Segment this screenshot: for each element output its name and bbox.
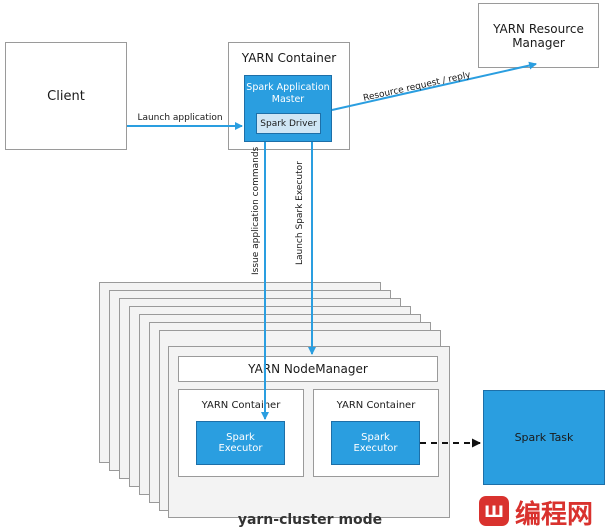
watermark-mark-icon: Ш (479, 496, 509, 526)
executor-right-line2: Executor (353, 443, 398, 454)
edge-resource-request (331, 61, 537, 111)
launch-application-label: Launch application (137, 113, 223, 123)
resource-manager-label-line1: YARN Resource (493, 21, 584, 36)
launch-executor-label: Launch Spark Executor (295, 161, 305, 265)
spark-driver-label: Spark Driver (260, 118, 317, 129)
spark-task-label: Spark Task (514, 431, 574, 444)
client-label: Client (47, 88, 85, 104)
executor-left-line2: Executor (218, 443, 263, 454)
node-manager-label: YARN NodeManager (248, 362, 368, 376)
diagram-caption: yarn-cluster mode (237, 512, 383, 528)
container-right-title: YARN Container (336, 400, 416, 411)
client-box: Client (5, 42, 127, 150)
watermark-text: 编程网 (515, 500, 594, 530)
spark-executor-right: Spark Executor (331, 421, 420, 465)
yarn-container-top-title: YARN Container (241, 51, 337, 65)
yarn-node-manager: YARN NodeManager (178, 356, 438, 382)
yarn-resource-manager: YARN Resource Manager (478, 3, 599, 68)
resource-manager-label-line2: Manager (512, 35, 565, 50)
executor-right-line1: Spark (361, 432, 390, 443)
spark-task: Spark Task (483, 390, 605, 485)
spark-driver: Spark Driver (256, 113, 321, 134)
executor-left-line1: Spark (226, 432, 255, 443)
container-left-title: YARN Container (201, 400, 281, 411)
watermark-logo: Ш 编程网 (479, 494, 607, 530)
spark-executor-left: Spark Executor (196, 421, 285, 465)
app-master-label-line2: Master (271, 94, 305, 105)
watermark-mark-text: Ш (484, 501, 504, 521)
issue-commands-label: Issue application commands (251, 146, 261, 275)
app-master-label-line1: Spark Application (246, 82, 330, 93)
